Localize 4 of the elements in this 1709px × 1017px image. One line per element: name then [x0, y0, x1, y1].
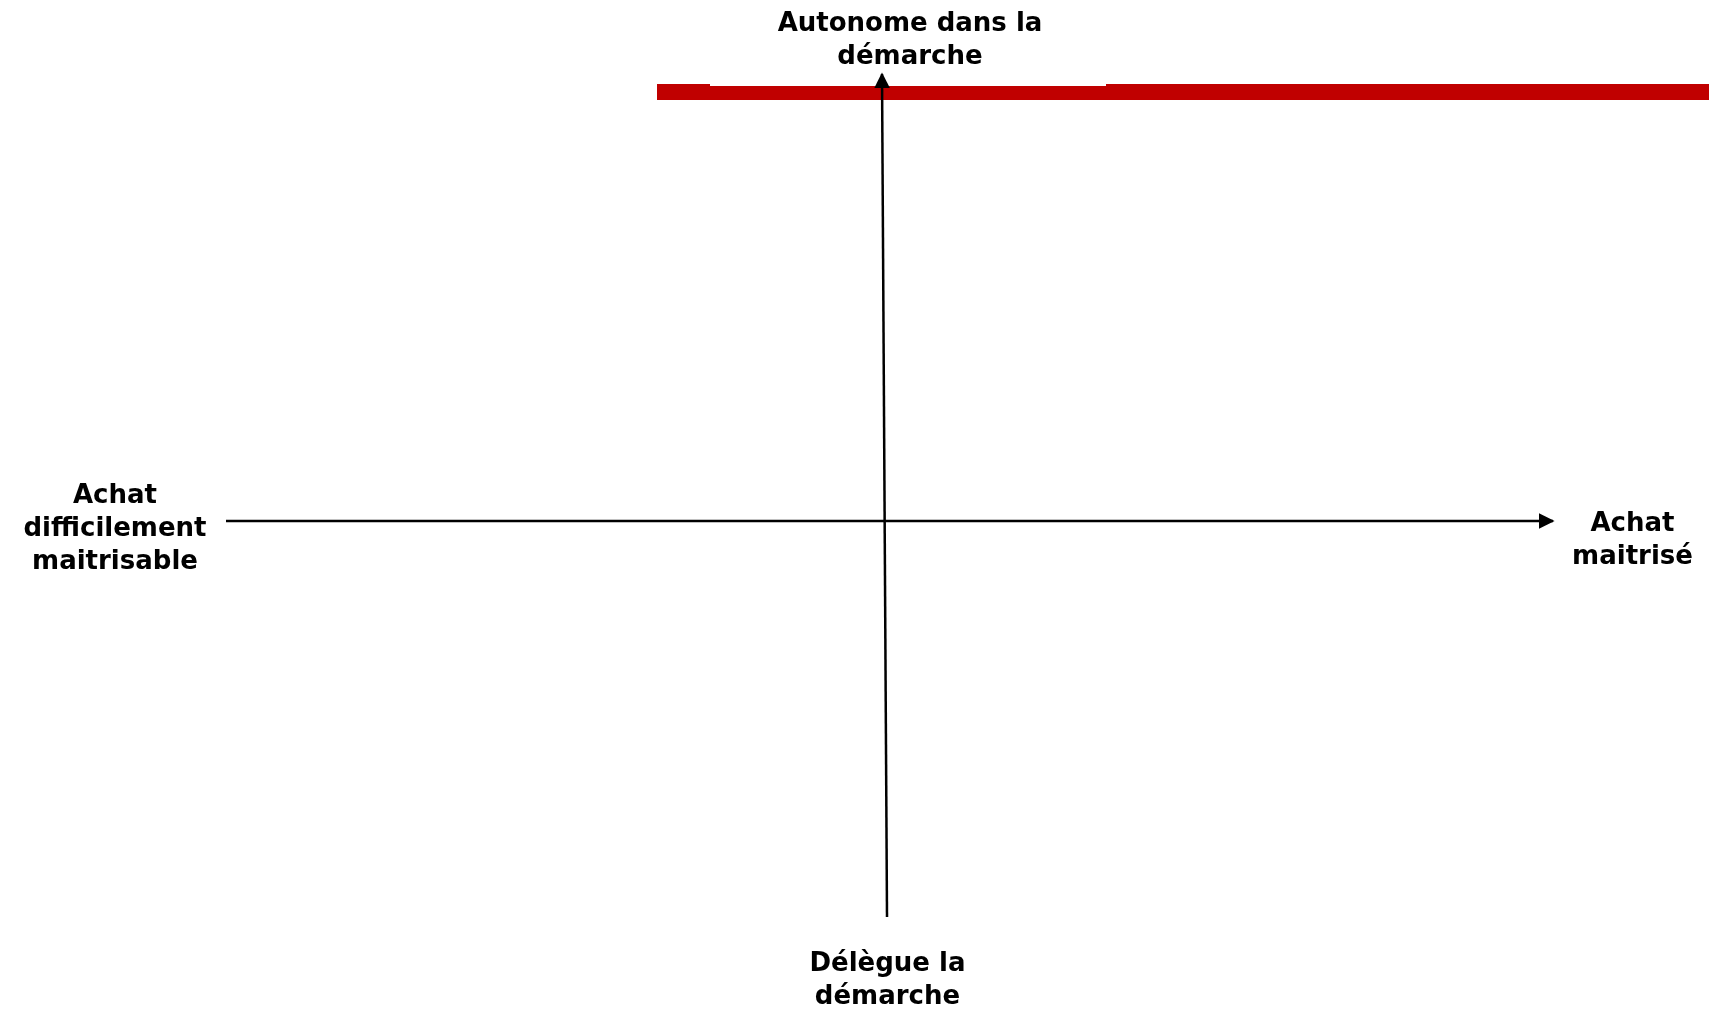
axis-label: Autonome dans la démarche [776, 6, 1044, 72]
axis-label: Délègue la démarche [808, 946, 967, 1012]
axis-label: Achat maitrisé [1571, 506, 1694, 572]
axis-label: Achat difficilement maitrisable [22, 478, 208, 577]
